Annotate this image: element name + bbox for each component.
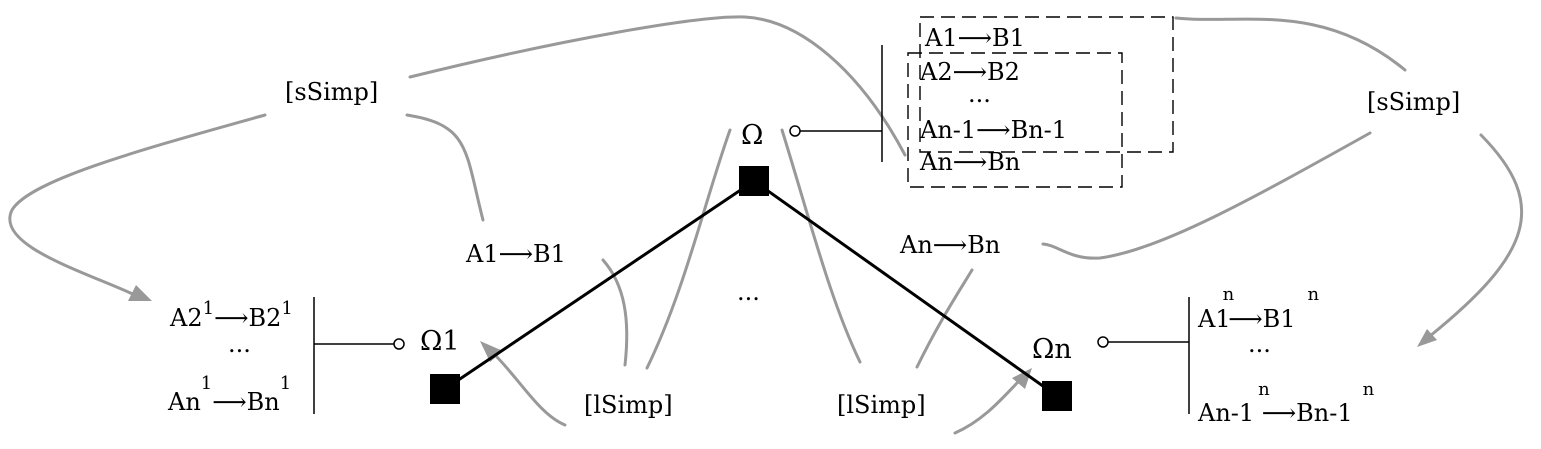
ssimp-right-to-edge-label-curve [1041,131,1372,260]
left-rule-ellipsis: ... [228,330,251,358]
left-rule-n: An1⟶Bn1 [167,373,291,416]
right-rule-n-1: An-1n⟶Bn-1n [1197,379,1375,427]
root-rule-1: A1⟶B1 [924,24,1025,52]
right-edge-label: An⟶Bn [899,231,1000,259]
arrowhead-left-rules [128,285,152,301]
node-omega1 [430,374,460,404]
root-rule-n-1: An-1⟶Bn-1 [919,116,1067,144]
left-rule-1: A21⟶B21 [169,298,293,332]
root-label: Ω [741,120,763,151]
arrowhead-right-rules [1417,329,1437,347]
ssimp-tag-left: [sSimp] [285,78,378,106]
root-rule-2: A2⟶B2 [919,58,1020,86]
lsimp-right-to-root-curve [780,128,862,364]
root-connector-circle [789,125,801,137]
ssimp-right-to-rule-box-curve [1174,16,1407,72]
omega1-label: Ω1 [420,326,460,357]
rule-box-inner [907,52,1123,188]
lsimp-tag-right: [lSimp] [837,391,926,419]
node-omegan [1042,381,1072,411]
lsimp-tag-left: [lSimp] [584,391,673,419]
omegan-label: Ωn [1032,334,1072,365]
root-rule-ellipsis: ... [968,80,991,108]
middle-ellipsis: ... [737,278,760,306]
left-edge-label: A1⟶B1 [465,240,566,268]
edge-root-to-omega1 [444,179,755,391]
right-rule-1: A1n⟶B1n [1197,284,1320,333]
lsimp-left-to-root-curve [645,128,732,370]
right-rule-ellipsis: ... [1248,330,1271,358]
rule-box-outer [919,16,1174,153]
ssimp-tag-right: [sSimp] [1367,88,1460,116]
node-root [739,166,769,196]
lsimp-right-to-edge-label-curve [915,268,974,369]
lsimp-left-to-left-node-curve [493,353,567,427]
ssimp-left-to-rule-box-curve [408,15,907,157]
ssimp-right-to-right-rules-curve [1428,133,1524,338]
root-rule-n: An⟶Bn [919,148,1020,176]
annotation-curves [8,15,1524,435]
lsimp-right-to-right-node-curve [953,378,1022,435]
lsimp-left-to-edge-label-curve [601,258,629,367]
ssimp-left-to-left-rules-curve [8,113,267,297]
right-connector-circle [1097,336,1109,348]
ssimp-left-to-edge-label-curve [405,113,485,222]
edge-root-to-omegan [753,179,1058,398]
left-connector-circle [393,338,405,350]
arrowhead-left-node [480,341,503,362]
